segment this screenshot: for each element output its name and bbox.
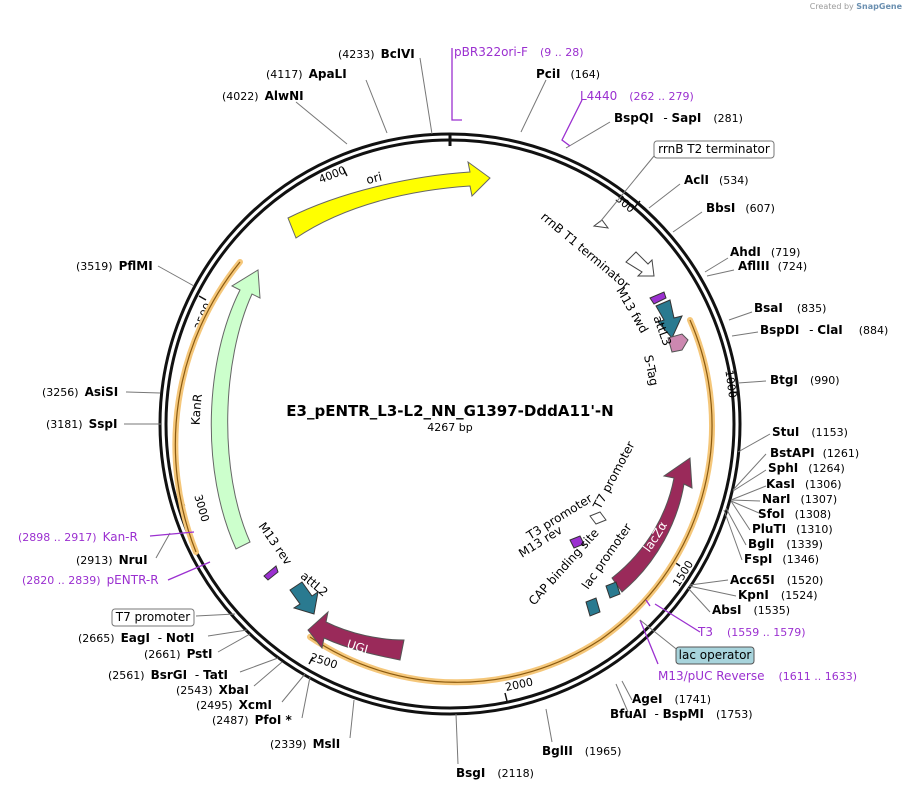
enzyme-kasi[interactable]: KasI(1306): [766, 477, 842, 491]
enzyme-agei[interactable]: AgeI(1741): [632, 692, 711, 706]
enzyme-bspdi-clai[interactable]: BspDI - ClaI(884): [760, 323, 888, 337]
ori-label: ori: [365, 170, 384, 188]
primer-pbr322ori-f[interactable]: pBR322ori-F(9 .. 28): [454, 45, 584, 59]
lacza-feature-arrow[interactable]: [611, 457, 693, 593]
primer-m13-puc-reverse[interactable]: M13/pUC Reverse(1611 .. 1633): [658, 669, 857, 683]
primer-kan-r[interactable]: (2898 .. 2917)Kan-R: [18, 530, 138, 544]
enzyme-psti[interactable]: (2661)PstI: [144, 647, 213, 661]
enzyme-sspi[interactable]: (3181)SspI: [46, 417, 117, 431]
tick-label-1000: 1000: [722, 369, 739, 399]
stag-feature-arrow[interactable]: [667, 333, 689, 353]
enzyme-bclvi[interactable]: (4233)BclVI: [338, 47, 415, 61]
rrnb-t2-box[interactable]: rrnB T2 terminator: [653, 140, 775, 159]
enzyme-bgli[interactable]: BglI(1339): [748, 537, 823, 551]
cap-binding-arrow[interactable]: [585, 597, 601, 617]
enzyme-bspqi-sapi[interactable]: BspQI - SapI(281): [614, 111, 743, 125]
plasmid-name: E3_pENTR_L3-L2_NN_G1397-DddA11'-N: [286, 402, 613, 420]
t7-promoter-leader: [195, 613, 236, 617]
lacz-halo-line: [599, 319, 713, 641]
enzyme-pflmi[interactable]: (3519)PflMI: [76, 259, 153, 273]
enzyme-xbai[interactable]: (2543)XbaI: [176, 683, 249, 697]
rrnb-t2-box-label: rrnB T2 terminator: [658, 142, 770, 156]
attl3-feature-arrow[interactable]: [655, 299, 683, 339]
enzyme-sphi[interactable]: SphI(1264): [768, 461, 845, 475]
lac-promoter-arrow[interactable]: [605, 581, 621, 599]
enzyme-bsai[interactable]: BsaI(835): [754, 301, 826, 315]
snapgene-logo: SnapGene: [856, 2, 902, 11]
enzyme-acc65i[interactable]: Acc65I(1520): [730, 573, 823, 587]
enzyme-alwni[interactable]: (4022)AlwNI: [222, 89, 304, 103]
rrnb-t1-arrow[interactable]: [625, 251, 655, 277]
lac-operator-leader: [639, 619, 681, 653]
enzyme-btgi[interactable]: BtgI(990): [770, 373, 840, 387]
rrnb-t2-leader: [599, 155, 655, 223]
ugi-label: UGI: [345, 637, 369, 657]
m13fwd-label: M13 fwd: [613, 285, 651, 336]
enzyme-nari[interactable]: NarI(1307): [762, 492, 837, 506]
m13fwd-feature-arrow[interactable]: [649, 291, 667, 305]
enzyme-ahdi[interactable]: AhdI(719): [730, 245, 800, 259]
enzyme-bsgi[interactable]: BsgI(2118): [456, 766, 534, 780]
snapgene-credit: Created by SnapGene: [810, 2, 902, 11]
enzyme-pcii[interactable]: PciI(164): [536, 67, 600, 81]
enzyme-apali[interactable]: (4117)ApaLI: [266, 67, 347, 81]
enzyme-fspi[interactable]: FspI(1346): [744, 552, 819, 566]
ori-feature-arrow[interactable]: [287, 160, 491, 239]
primer-t3[interactable]: T3(1559 .. 1579): [697, 625, 806, 639]
enzyme-pluti[interactable]: PluTI(1310): [752, 522, 833, 536]
enzyme-asisi[interactable]: (3256)AsiSI: [42, 385, 118, 399]
enzyme-sfoi[interactable]: SfoI(1308): [758, 507, 831, 521]
primer-markers: [149, 48, 701, 665]
enzyme-bglii[interactable]: BglII(1965): [542, 744, 621, 758]
enzyme-bstapi[interactable]: BstAPI(1261): [770, 446, 859, 460]
enzyme-bfuai-bspmi[interactable]: BfuAI - BspMI(1753): [610, 707, 753, 721]
attl2-feature-arrow[interactable]: [289, 581, 319, 615]
enzyme-stui[interactable]: StuI(1153): [772, 425, 848, 439]
plasmid-length: 4267 bp: [427, 421, 472, 434]
tick-label-2000: 2000: [504, 675, 534, 694]
t7-promoter-box[interactable]: T7 promoter: [111, 608, 195, 627]
ugi-halo-line: [309, 636, 601, 683]
enzyme-xcmi[interactable]: (2495)XcmI: [196, 698, 272, 712]
credit-prefix: Created by: [809, 2, 854, 11]
primer-pentr-r[interactable]: (2820 .. 2839)pENTR-R: [22, 573, 159, 587]
ugi-feature-arrow[interactable]: [307, 610, 405, 661]
kanr-label: KanR: [189, 393, 205, 425]
t7-promoter-feature-label: T7 promoter: [590, 439, 638, 512]
t7-promoter-box-label: T7 promoter: [115, 610, 191, 624]
enzyme-msli[interactable]: (2339)MslI: [270, 737, 340, 751]
enzyme-eagi-noti[interactable]: (2665)EagI - NotI: [78, 631, 194, 645]
kanr-halo-line: [174, 261, 241, 553]
enzyme-pfoi[interactable]: (2487)PfoI *: [212, 713, 292, 727]
lac-operator-box[interactable]: lac operator: [675, 646, 755, 665]
stag-label: S-Tag: [641, 354, 661, 387]
enzyme-bbsi[interactable]: BbsI(607): [706, 201, 775, 215]
tick-label-4000: 4000: [317, 164, 348, 187]
tick-label-3000: 3000: [191, 493, 211, 523]
rrnb-t2-arrow[interactable]: [592, 219, 610, 229]
enzyme-bsrgi-tati[interactable]: (2561)BsrGI - TatI: [108, 668, 228, 682]
enzyme-kpni[interactable]: KpnI(1524): [738, 588, 817, 602]
t3-promoter-arrow[interactable]: [569, 535, 585, 549]
enzyme-afliii[interactable]: AflIII(724): [738, 259, 807, 273]
enzyme-leader-lines: [124, 57, 771, 765]
m13rev-feature-arrow[interactable]: [263, 565, 279, 581]
enzyme-absi[interactable]: AbsI(1535): [712, 603, 790, 617]
primer-l4440[interactable]: L4440(262 .. 279): [580, 89, 694, 103]
m13rev-ugi-side-label: M13 rev: [256, 520, 295, 568]
kanr-feature-arrow[interactable]: [210, 269, 261, 550]
t7-promoter-arrow[interactable]: [589, 511, 607, 525]
lac-operator-box-label: lac operator: [679, 648, 752, 662]
rrnb-t1-label: rrnB T1 terminator: [538, 210, 633, 293]
enzyme-acli[interactable]: AclI(534): [684, 173, 749, 187]
enzyme-nrui[interactable]: (2913)NruI: [76, 553, 148, 567]
